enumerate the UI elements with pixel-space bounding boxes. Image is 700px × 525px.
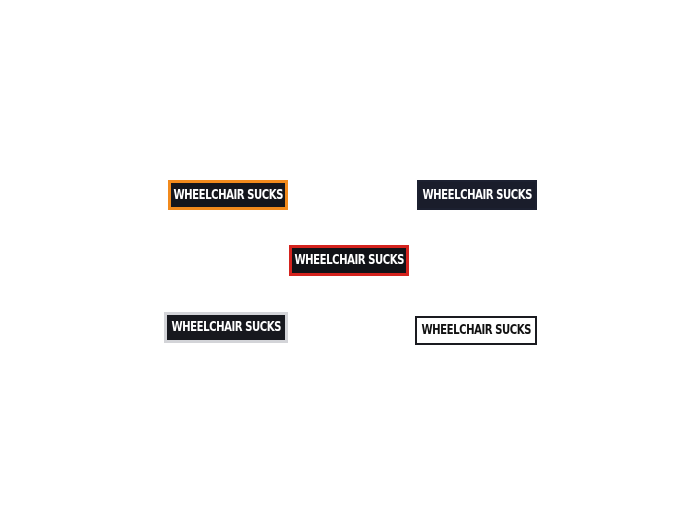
patch-text: WHEELCHAIR SUCKS [421,323,531,338]
patch-red-border: WHEELCHAIR SUCKS [289,245,409,276]
patch-text: WHEELCHAIR SUCKS [171,320,281,335]
patch-text: WHEELCHAIR SUCKS [173,187,283,203]
patch-text: WHEELCHAIR SUCKS [294,253,404,268]
patch-white-fill: WHEELCHAIR SUCKS [415,316,537,345]
patch-orange-border: WHEELCHAIR SUCKS [168,180,288,210]
patch-navy: WHEELCHAIR SUCKS [417,180,537,210]
patch-grey-border: WHEELCHAIR SUCKS [164,312,288,343]
patch-text: WHEELCHAIR SUCKS [422,187,532,203]
